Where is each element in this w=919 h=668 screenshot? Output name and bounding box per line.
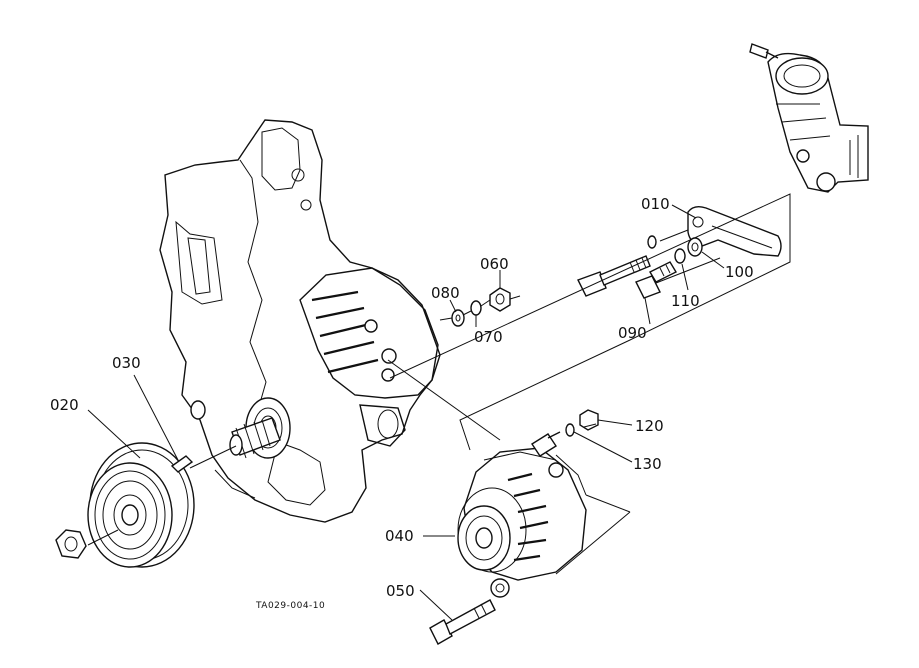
washer-080 [451, 309, 465, 327]
leader-lines [87, 204, 725, 621]
callout-040: 040 [385, 527, 414, 545]
callout-070: 070 [474, 328, 503, 346]
washer-080-hole [455, 314, 461, 322]
bolt-050 [429, 599, 496, 645]
callout-130: 130 [633, 455, 662, 473]
crankshaft-pulley [87, 442, 195, 568]
washer-110 [674, 248, 686, 264]
nut-060 [489, 287, 511, 312]
callout-090: 090 [618, 324, 647, 342]
callout-020: 020 [50, 396, 79, 414]
key-030 [170, 455, 194, 473]
crankshaft-nut [55, 529, 87, 559]
nut-120 [579, 409, 599, 431]
drawing-reference: TA029-004-10 [255, 601, 325, 611]
callout-120: 120 [635, 417, 664, 435]
long-bolt [577, 255, 651, 297]
alternator [457, 431, 587, 598]
washer-100 [687, 237, 703, 257]
assembly-lines [87, 193, 791, 575]
callout-060: 060 [480, 255, 509, 273]
callout-010: 010 [641, 195, 670, 213]
washer-long-bolt [647, 235, 657, 249]
callout-080: 080 [431, 284, 460, 302]
washer-100-hole [691, 242, 699, 252]
callout-100: 100 [725, 263, 754, 281]
callout-050: 050 [386, 582, 415, 600]
thermostat-housing [749, 43, 869, 193]
bolt-090 [635, 261, 677, 299]
gear-case-cover [159, 119, 441, 523]
washer-130 [565, 423, 575, 437]
washer-070 [470, 300, 482, 316]
callout-030: 030 [112, 354, 141, 372]
callout-110: 110 [671, 292, 700, 310]
